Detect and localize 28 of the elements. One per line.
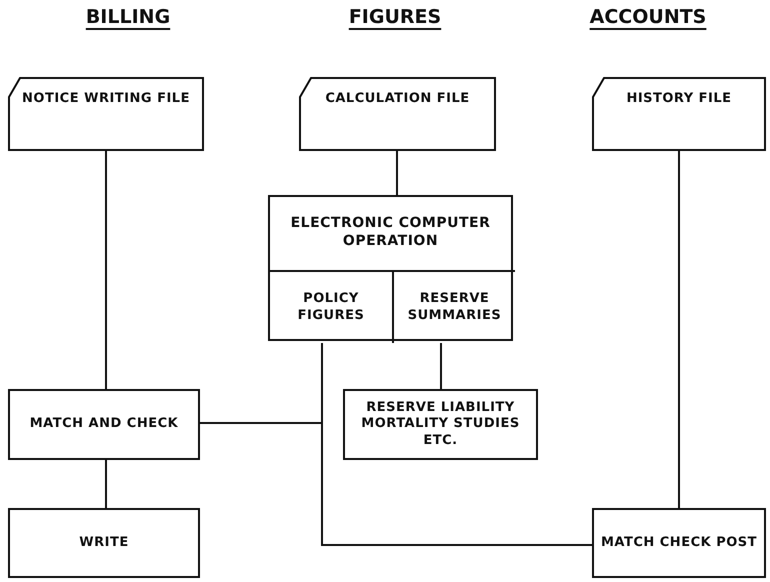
process-box [8,389,200,460]
node-text: RESERVE SUMMARIES [406,291,502,324]
column-heading: BILLING [86,6,170,28]
node-text: CALCULATION FILE [325,91,470,108]
connector-line [105,460,107,508]
process-box [592,508,766,578]
node-text: NOTICE WRITING FILE [22,91,190,108]
connector-line [321,343,592,546]
file-card [592,77,766,151]
node-text: ELECTRONIC COMPUTER OPERATION [290,215,492,250]
column-heading: ACCOUNTS [590,6,706,28]
node-text: POLICY FIGURES [296,291,366,324]
connector-line [678,151,680,508]
node-text: MATCH CHECK POST [600,534,758,552]
column-heading: FIGURES [348,6,442,28]
node-text: RESERVE LIABILITY MORTALITY STUDIES ETC. [360,400,521,449]
connector-line [440,343,442,389]
process-box [268,195,513,341]
node-text: WRITE [79,534,129,552]
connector-line [396,151,398,195]
node-text: HISTORY FILE [626,91,732,108]
file-card [8,77,204,151]
connector-line [105,151,107,389]
process-box [8,508,200,578]
process-box [343,389,538,460]
node-text: MATCH AND CHECK [30,416,178,433]
process-cell [392,270,515,343]
file-card [299,77,496,151]
